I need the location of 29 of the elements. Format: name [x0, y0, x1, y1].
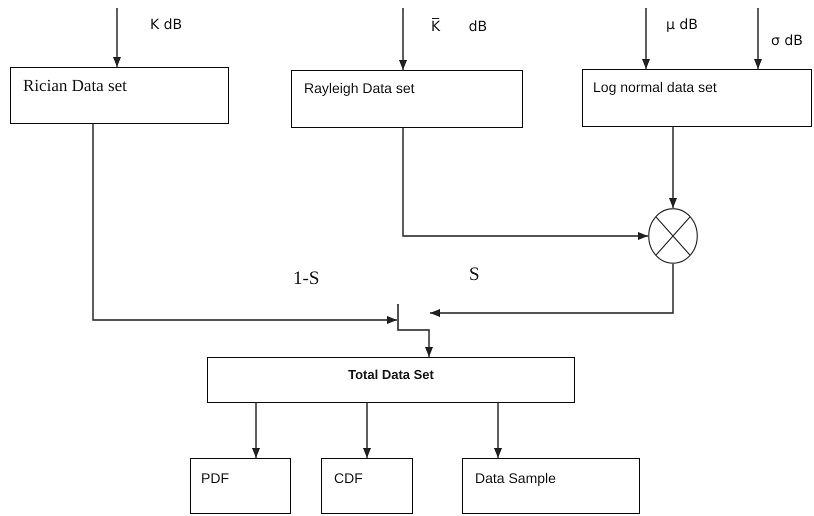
process-box: [207, 357, 575, 403]
arrow: [642, 8, 650, 69]
process-box: [582, 69, 812, 127]
edge-label: μ dB: [666, 17, 698, 34]
process-box: [10, 67, 229, 124]
box-label: Log normal data set: [593, 79, 717, 96]
box-label: PDF: [201, 470, 229, 487]
process-box: [321, 458, 413, 514]
process-box: [190, 458, 291, 514]
arrow: [399, 8, 407, 70]
process-box: [291, 70, 523, 128]
arrow: [430, 264, 674, 317]
arrow: [113, 8, 121, 67]
arrow: [402, 128, 648, 240]
arrow: [669, 127, 677, 208]
arrow: [363, 403, 371, 458]
switch-symbol: [397, 304, 430, 332]
box-label: Data Sample: [475, 470, 556, 487]
multiplier-symbol: [648, 208, 698, 264]
arrow: [494, 403, 502, 458]
arrow: [92, 124, 397, 324]
box-label: Rician Data set: [23, 76, 127, 96]
arrow: [252, 403, 260, 458]
arrow: [754, 8, 762, 69]
box-label: CDF: [334, 470, 363, 487]
box-label: Total Data Set: [348, 367, 434, 383]
process-box: [462, 458, 640, 514]
box-label: Rayleigh Data set: [304, 80, 415, 97]
arrow: [425, 332, 433, 357]
